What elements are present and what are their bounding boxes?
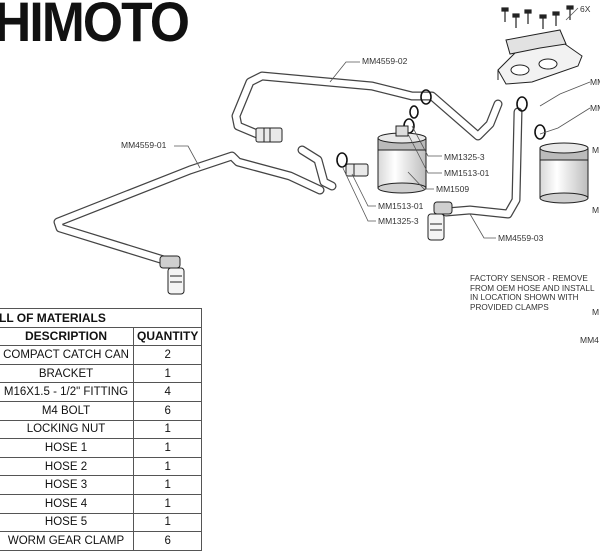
bom-quantity: 1 <box>132 438 203 458</box>
bom-description: HOSE 3 <box>0 475 134 495</box>
bom-description: HOSE 2 <box>0 456 134 477</box>
bom-quantity: 1 <box>132 475 203 495</box>
bom-quantity: 6 <box>132 531 203 551</box>
label-can-center: MM1509 <box>436 184 470 194</box>
hose-2 <box>231 71 503 141</box>
bom-description: BRACKET <box>0 363 134 384</box>
label-edge-1: MM <box>590 77 600 87</box>
bom-quantity: 1 <box>132 456 203 477</box>
catch-can-right <box>539 142 589 204</box>
label-bolts: 6X <box>580 4 591 14</box>
leader-lines <box>174 7 591 239</box>
worm-gear-clamps <box>336 89 546 168</box>
bom-caption-row: LL OF MATERIALS <box>0 308 203 328</box>
note-line: IN LOCATION SHOWN WITH <box>470 293 579 303</box>
label-fitting-upper: MM1513-01 <box>444 168 490 178</box>
fitting-elbow-left <box>159 255 185 295</box>
label-edge-6: MM4 <box>580 335 599 345</box>
bom-description: M4 BOLT <box>0 400 134 421</box>
note-line: PROVIDED CLAMPS <box>470 302 549 312</box>
label-fitting-lower: MM1513-01 <box>378 201 424 211</box>
fitting-elbow-right <box>427 201 453 241</box>
bom-description: HOSE 5 <box>0 512 134 533</box>
bom-header-description: DESCRIPTION <box>0 326 134 347</box>
hose-short <box>297 145 337 191</box>
label-edge-2: MM <box>590 103 600 113</box>
hose-3 <box>441 107 523 219</box>
bom-description: COMPACT CATCH CAN <box>0 345 134 365</box>
label-edge-5: M <box>592 307 600 317</box>
bom-quantity: 1 <box>132 512 203 533</box>
m4-bolts <box>501 5 574 29</box>
bom-quantity: 4 <box>132 382 203 402</box>
label-edge-4: M <box>592 205 600 215</box>
label-clamp-upper: MM1325-3 <box>444 152 485 162</box>
label-clamp-lower: MM1325-3 <box>378 216 419 226</box>
bom-quantity: 1 <box>132 363 203 384</box>
bom-quantity: 1 <box>132 493 203 514</box>
bom-description: WORM GEAR CLAMP <box>0 531 134 551</box>
label-hose-01: MM4559-01 <box>121 140 167 150</box>
bom-quantity: 6 <box>132 400 203 421</box>
mounting-bracket <box>497 29 583 85</box>
bom-quantity: 1 <box>132 419 203 440</box>
note-line: FROM OEM HOSE AND INSTALL <box>470 283 595 293</box>
fitting-small-center <box>345 163 369 177</box>
catch-can-center <box>377 125 427 194</box>
bill-of-materials-table: LL OF MATERIALS DESCRIPTION QUANTITY COM… <box>0 308 203 551</box>
label-hose-02: MM4559-02 <box>362 56 408 66</box>
hose-1 <box>53 151 325 281</box>
bom-description: HOSE 1 <box>0 438 134 458</box>
bom-header-quantity: QUANTITY <box>132 326 203 347</box>
bom-quantity: 2 <box>132 345 203 365</box>
label-edge-3: M <box>592 145 600 155</box>
brand-logo: HIMOTO <box>0 0 190 53</box>
bom-description: LOCKING NUT <box>0 419 134 440</box>
installation-note: FACTORY SENSOR - REMOVE FROM OEM HOSE AN… <box>470 274 595 312</box>
bom-title: LL OF MATERIALS <box>0 308 203 328</box>
label-hose-03: MM4559-03 <box>498 233 544 243</box>
note-line: FACTORY SENSOR - REMOVE <box>470 274 588 283</box>
fitting-straight-left <box>255 127 283 143</box>
bom-header-row: DESCRIPTION QUANTITY <box>0 326 203 347</box>
bom-description: HOSE 4 <box>0 493 134 514</box>
bom-description: M16X1.5 - 1/2" FITTING <box>0 382 134 402</box>
